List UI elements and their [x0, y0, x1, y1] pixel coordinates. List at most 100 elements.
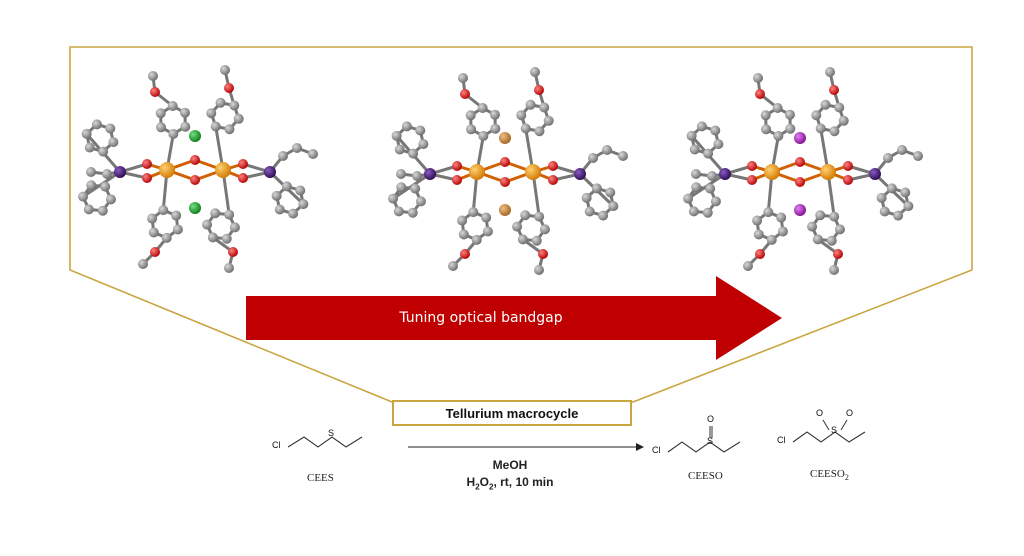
carbon-atom	[697, 121, 707, 131]
carbon-atom	[711, 196, 721, 206]
conditions-label: H2O2, rt, 10 min	[455, 475, 565, 491]
carbon-atom	[605, 187, 615, 197]
carbon-atom	[877, 193, 887, 203]
carbon-atom	[526, 100, 536, 110]
molecule-iodide	[683, 67, 923, 275]
carbon-atom	[202, 220, 212, 230]
oxygen-atom	[238, 159, 248, 169]
oxygen-atom	[142, 173, 152, 183]
phosphorus-atom	[424, 168, 436, 180]
carbon-atom	[608, 201, 618, 211]
carbon-atom	[210, 208, 220, 218]
carbon-atom	[687, 131, 697, 141]
ceeso-name: CEESO	[688, 470, 723, 482]
carbon-atom	[298, 199, 308, 209]
carbon-atom	[540, 224, 550, 234]
tellurium-atom	[764, 164, 780, 180]
carbon-atom	[408, 208, 418, 218]
carbon-atom	[785, 110, 795, 120]
oxygen-atom	[747, 161, 757, 171]
carbon-atom	[220, 65, 230, 75]
carbon-atom	[308, 149, 318, 159]
halide-ion	[189, 130, 201, 142]
carbon-atom	[778, 226, 788, 236]
carbon-atom	[834, 103, 844, 113]
oxygen-atom	[500, 157, 510, 167]
carbon-atom	[512, 222, 522, 232]
tellurium-atom	[820, 164, 836, 180]
carbon-atom	[278, 151, 288, 161]
carbon-atom	[394, 206, 404, 216]
oxygen-atom	[548, 161, 558, 171]
carbon-atom	[234, 114, 244, 124]
ceeso2-o2-atom: O	[846, 408, 853, 418]
carbon-atom	[92, 119, 102, 129]
carbon-atom	[713, 139, 723, 149]
carbon-atom	[173, 224, 183, 234]
carbon-atom	[539, 103, 549, 113]
carbon-atom	[147, 214, 157, 224]
phosphorus-atom	[719, 168, 731, 180]
oxygen-atom	[500, 177, 510, 187]
carbon-atom	[395, 145, 405, 155]
ceeso-o-atom: O	[707, 414, 714, 424]
carbon-atom	[703, 149, 713, 159]
molecule-bromide	[388, 67, 628, 275]
oxygen-atom	[190, 175, 200, 185]
carbon-atom	[887, 183, 897, 193]
ceeso2-o1-atom: O	[816, 408, 823, 418]
carbon-atom	[408, 149, 418, 159]
carbon-atom	[275, 205, 285, 215]
carbon-atom	[149, 227, 159, 237]
carbon-atom	[82, 129, 92, 139]
carbon-atom	[295, 185, 305, 195]
carbon-atom	[913, 151, 923, 161]
carbon-atom	[544, 116, 554, 126]
ceeso2-structure	[793, 432, 865, 442]
oxygen-atom	[228, 247, 238, 257]
phosphorus-atom	[574, 168, 586, 180]
carbon-atom	[534, 126, 544, 136]
carbon-atom	[168, 101, 178, 111]
halide-ion	[499, 132, 511, 144]
carbon-atom	[418, 139, 428, 149]
carbon-atom	[224, 124, 234, 134]
carbon-atom	[520, 210, 530, 220]
carbon-atom	[216, 98, 226, 108]
oxygen-atom	[755, 249, 765, 259]
carbon-atom	[835, 224, 845, 234]
cees-structure	[288, 437, 362, 447]
carbon-atom	[761, 110, 771, 120]
carbon-atom	[85, 143, 95, 153]
carbon-atom	[78, 192, 88, 202]
carbon-atom	[821, 100, 831, 110]
carbon-atom	[490, 110, 500, 120]
carbon-atom	[412, 171, 422, 181]
carbon-atom	[880, 207, 890, 217]
molecule-chloride	[78, 65, 318, 273]
ceeso2-s-atom: S	[831, 425, 837, 435]
carbon-atom	[816, 123, 826, 133]
carbon-atom	[156, 122, 166, 132]
carbon-atom	[534, 212, 544, 222]
oxygen-atom	[747, 175, 757, 185]
carbon-atom	[807, 222, 817, 232]
carbon-atom	[180, 108, 190, 118]
oxygen-atom	[538, 249, 548, 259]
carbon-atom	[705, 184, 715, 194]
halide-ion	[499, 204, 511, 216]
carbon-atom	[102, 169, 112, 179]
ceeso2-name: CEESO2	[810, 468, 849, 482]
carbon-atom	[516, 110, 526, 120]
carbon-atom	[138, 259, 148, 269]
carbon-atom	[703, 208, 713, 218]
carbon-atom	[761, 124, 771, 134]
carbon-atom	[689, 206, 699, 216]
solvent-label: MeOH	[455, 458, 565, 472]
carbon-atom	[478, 131, 488, 141]
carbon-atom	[180, 122, 190, 132]
carbon-atom	[105, 123, 115, 133]
carbon-atom	[206, 108, 216, 118]
carbon-atom	[288, 209, 298, 219]
